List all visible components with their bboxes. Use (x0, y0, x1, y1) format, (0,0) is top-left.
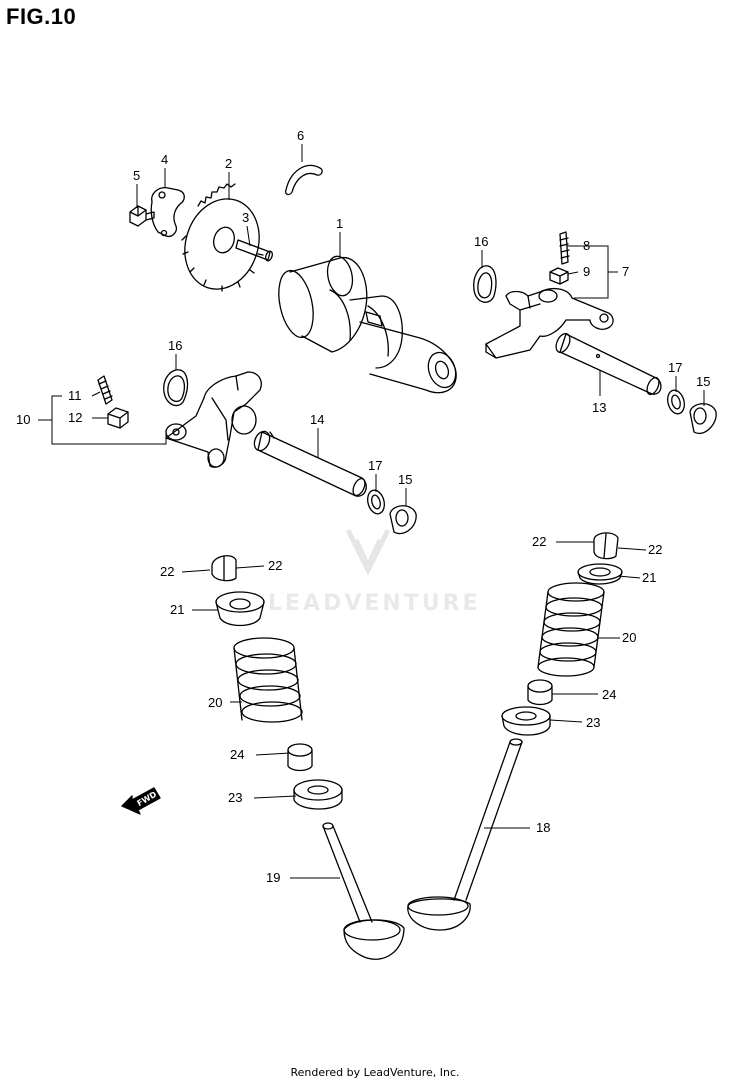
label-17a: 17 (368, 458, 382, 473)
label-7: 7 (622, 264, 629, 279)
clip-part (284, 164, 323, 196)
label-22b: 22 (268, 558, 282, 573)
nut-lower (107, 407, 129, 429)
valve-cotters-left (211, 555, 237, 582)
label-15a: 15 (398, 472, 412, 487)
label-16a: 16 (474, 234, 488, 249)
bolt-part (129, 205, 155, 227)
nut-upper (549, 267, 569, 285)
rocker-shaft-upper (555, 332, 662, 396)
spring-seat-right (501, 706, 551, 736)
fwd-arrow-icon (121, 787, 161, 815)
adjust-screw-lower (97, 375, 113, 405)
label-8: 8 (583, 238, 590, 253)
valve-stem-seal-left (287, 743, 313, 772)
callout-labels: 6 4 2 5 3 1 16 8 9 7 16 11 10 12 14 17 1… (16, 128, 710, 885)
bracket-plate-part (150, 187, 185, 238)
cap-lower (389, 505, 417, 535)
label-21b: 21 (642, 570, 656, 585)
label-18: 18 (536, 820, 550, 835)
adjust-screw-upper (559, 231, 570, 265)
intake-valve-right (407, 738, 523, 931)
label-20b: 20 (622, 630, 636, 645)
label-20a: 20 (208, 695, 222, 710)
label-22a: 22 (160, 564, 174, 579)
valve-spring-right (537, 582, 605, 677)
pin-part (235, 239, 273, 262)
label-16b: 16 (168, 338, 182, 353)
cap-upper (689, 403, 717, 435)
label-10: 10 (16, 412, 30, 427)
sprocket-part (181, 183, 264, 292)
spring-retainer-left (215, 591, 265, 627)
exhaust-valve-left (322, 822, 405, 960)
label-21a: 21 (170, 602, 184, 617)
label-4: 4 (161, 152, 168, 167)
label-23a: 23 (228, 790, 242, 805)
label-22c: 22 (532, 534, 546, 549)
parts-diagram: LEADVENTURE (16, 128, 717, 960)
valve-spring-left (233, 637, 303, 723)
label-1: 1 (336, 216, 343, 231)
gasket-ring-upper (473, 265, 497, 303)
rocker-arm-lower (165, 371, 262, 468)
label-14: 14 (310, 412, 324, 427)
label-6: 6 (297, 128, 304, 143)
camshaft-part (278, 255, 457, 394)
spring-seat-left (293, 779, 343, 810)
label-23b: 23 (586, 715, 600, 730)
rocker-arm-upper (485, 287, 614, 359)
gasket-ring-lower (163, 369, 189, 407)
watermark-text: LEADVENTURE (268, 591, 481, 616)
leader-lines (38, 144, 705, 879)
label-17b: 17 (668, 360, 682, 375)
label-24a: 24 (230, 747, 244, 762)
label-12: 12 (68, 410, 82, 425)
label-5: 5 (133, 168, 140, 183)
rocker-shaft-lower (253, 430, 367, 497)
label-9: 9 (583, 264, 590, 279)
valve-cotters-right (593, 532, 619, 560)
label-13: 13 (592, 400, 606, 415)
label-24b: 24 (602, 687, 616, 702)
o-ring-lower (367, 489, 385, 515)
valve-stem-seal-right (527, 679, 553, 706)
label-2: 2 (225, 156, 232, 171)
spring-retainer-right (577, 563, 623, 585)
watermark: LEADVENTURE (268, 528, 481, 616)
label-22d: 22 (648, 542, 662, 557)
label-3: 3 (242, 210, 249, 225)
figure-title: FIG.10 (6, 4, 77, 29)
label-15b: 15 (696, 374, 710, 389)
o-ring-upper (667, 389, 685, 415)
footer-credit: Rendered by LeadVenture, Inc. (290, 1066, 460, 1079)
label-19: 19 (266, 870, 280, 885)
label-11: 11 (68, 388, 82, 403)
